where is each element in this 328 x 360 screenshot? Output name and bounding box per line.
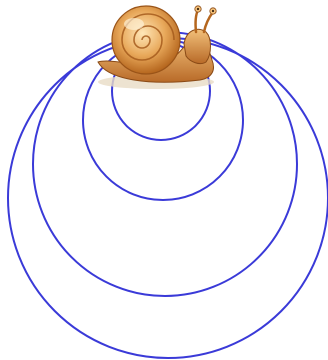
- snail-icon: [98, 6, 216, 89]
